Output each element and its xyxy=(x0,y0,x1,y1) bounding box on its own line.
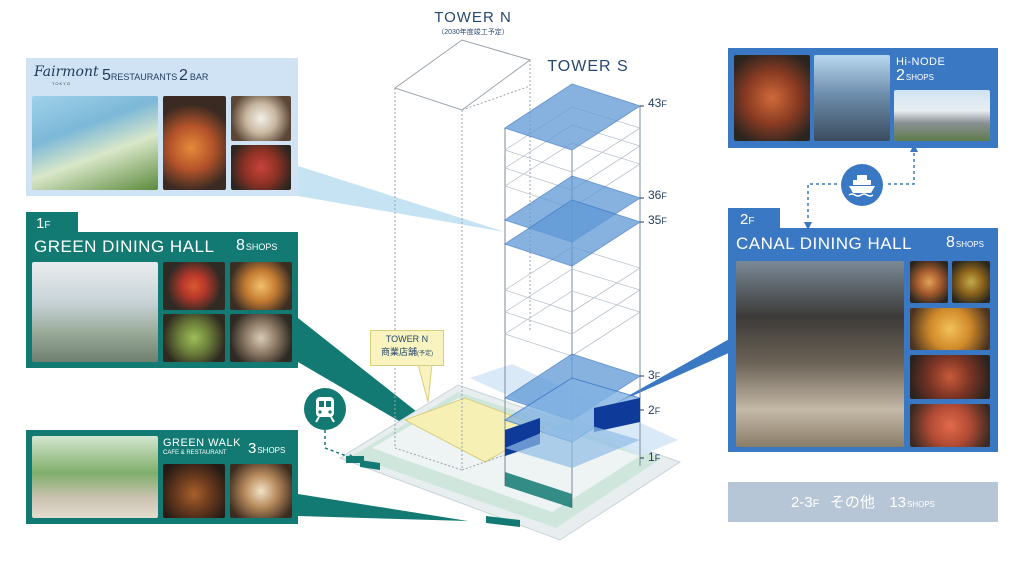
hi-node-panel: Hi-NODE 2SHOPS xyxy=(728,48,998,148)
tower-n-retail-note: (予定) xyxy=(417,351,433,357)
canal-connector xyxy=(612,338,731,405)
other-floors-range: 2-3 xyxy=(790,494,813,511)
tower-n-subtitle: （2030年度竣工予定） xyxy=(437,29,509,36)
green-dining-hall-photo xyxy=(32,262,158,362)
green-dining-oyster-photo xyxy=(230,314,292,362)
train-connector xyxy=(324,430,353,459)
fairmont-logo-sub: TOKYO xyxy=(52,81,71,86)
canal-dining-count: 8SHOPS xyxy=(946,234,984,251)
hi-node-building-photo xyxy=(894,90,990,141)
floor-label-2: 2F xyxy=(648,403,661,417)
floor-1-block xyxy=(505,420,640,468)
canal-dining-plate-photo xyxy=(910,404,990,447)
floor-label-43: 43F xyxy=(648,96,667,110)
tower-n-wireframe xyxy=(394,60,531,471)
green-dining-salad-photo xyxy=(163,314,225,362)
fairmont-connector xyxy=(298,166,505,232)
green-walk-connector xyxy=(298,494,468,521)
green-dining-ramen-photo xyxy=(230,262,292,310)
other-floors-count-label: SHOPS xyxy=(907,500,936,509)
fairmont-seafood-photo xyxy=(163,96,226,190)
green-walk-count: 3SHOPS xyxy=(248,440,286,457)
floor-label-35: 35F xyxy=(648,213,667,227)
green-dining-pizza-photo xyxy=(163,262,225,310)
floor-label-1: 1F xyxy=(648,450,661,464)
fairmont-steak-photo xyxy=(231,145,291,190)
canal-dining-tab: 2F xyxy=(728,208,780,230)
green-dining-title: GREEN DINING HALL xyxy=(34,237,215,256)
tower-n-roof xyxy=(393,39,532,111)
tower-n-retail-callout: TOWER N 商業店舗(予定) xyxy=(370,330,444,366)
canal-dining-terrace-photo xyxy=(736,261,904,447)
train-icon xyxy=(304,388,346,430)
hi-node-interior-photo xyxy=(814,55,890,141)
hi-node-title: Hi-NODE xyxy=(896,56,946,68)
hi-node-count: 2SHOPS xyxy=(896,67,934,84)
other-floors-panel: 2-3F その他 13SHOPS xyxy=(728,482,998,522)
canal-dining-fried-photo xyxy=(910,308,990,350)
fairmont-dish-photo xyxy=(231,96,291,141)
green-dining-tab: 1F xyxy=(26,212,78,234)
ship-connector xyxy=(807,152,915,218)
canal-dining-dish2-photo xyxy=(952,261,990,303)
green-dining-count: 8SHOPS xyxy=(236,237,278,254)
tower-n-title: TOWER N xyxy=(434,9,512,26)
other-floors-label: その他 xyxy=(829,494,875,511)
hi-node-food-photo xyxy=(734,55,810,141)
canal-dining-panel: CANAL DINING HALL 8SHOPS xyxy=(728,228,998,452)
green-walk-panel: GREEN WALK CAFE & RESTAURANT 3SHOPS xyxy=(26,430,298,524)
other-floors-count: 13 xyxy=(889,494,906,511)
green-walk-coffee-photo xyxy=(230,464,292,518)
fairmont-logo: Fairmont xyxy=(34,64,99,80)
canal-dining-spread-photo xyxy=(910,355,990,399)
tower-s-title: TOWER S xyxy=(547,58,629,75)
canal-dining-title: CANAL DINING HALL xyxy=(736,234,913,253)
green-walk-title: GREEN WALK xyxy=(163,437,241,449)
floor-label-36: 36F xyxy=(648,188,667,202)
ship-icon xyxy=(841,164,883,206)
green-walk-subtitle: CAFE & RESTAURANT xyxy=(163,450,227,456)
floor-label-3: 3F xyxy=(648,368,661,382)
other-floors-suffix: F xyxy=(812,498,820,510)
green-walk-burger-photo xyxy=(163,464,225,518)
green-dining-panel: GREEN DINING HALL 8SHOPS xyxy=(26,232,298,368)
fairmont-terrace-photo xyxy=(32,96,158,190)
tower-n-retail-line2: 商業店舗 xyxy=(380,347,417,357)
fairmont-restaurants: 5RESTAURANTS xyxy=(102,67,178,84)
canal-dining-dish1-photo xyxy=(910,261,948,303)
tower-n-retail-line1: TOWER N xyxy=(385,334,429,344)
green-walk-path-photo xyxy=(32,436,158,518)
